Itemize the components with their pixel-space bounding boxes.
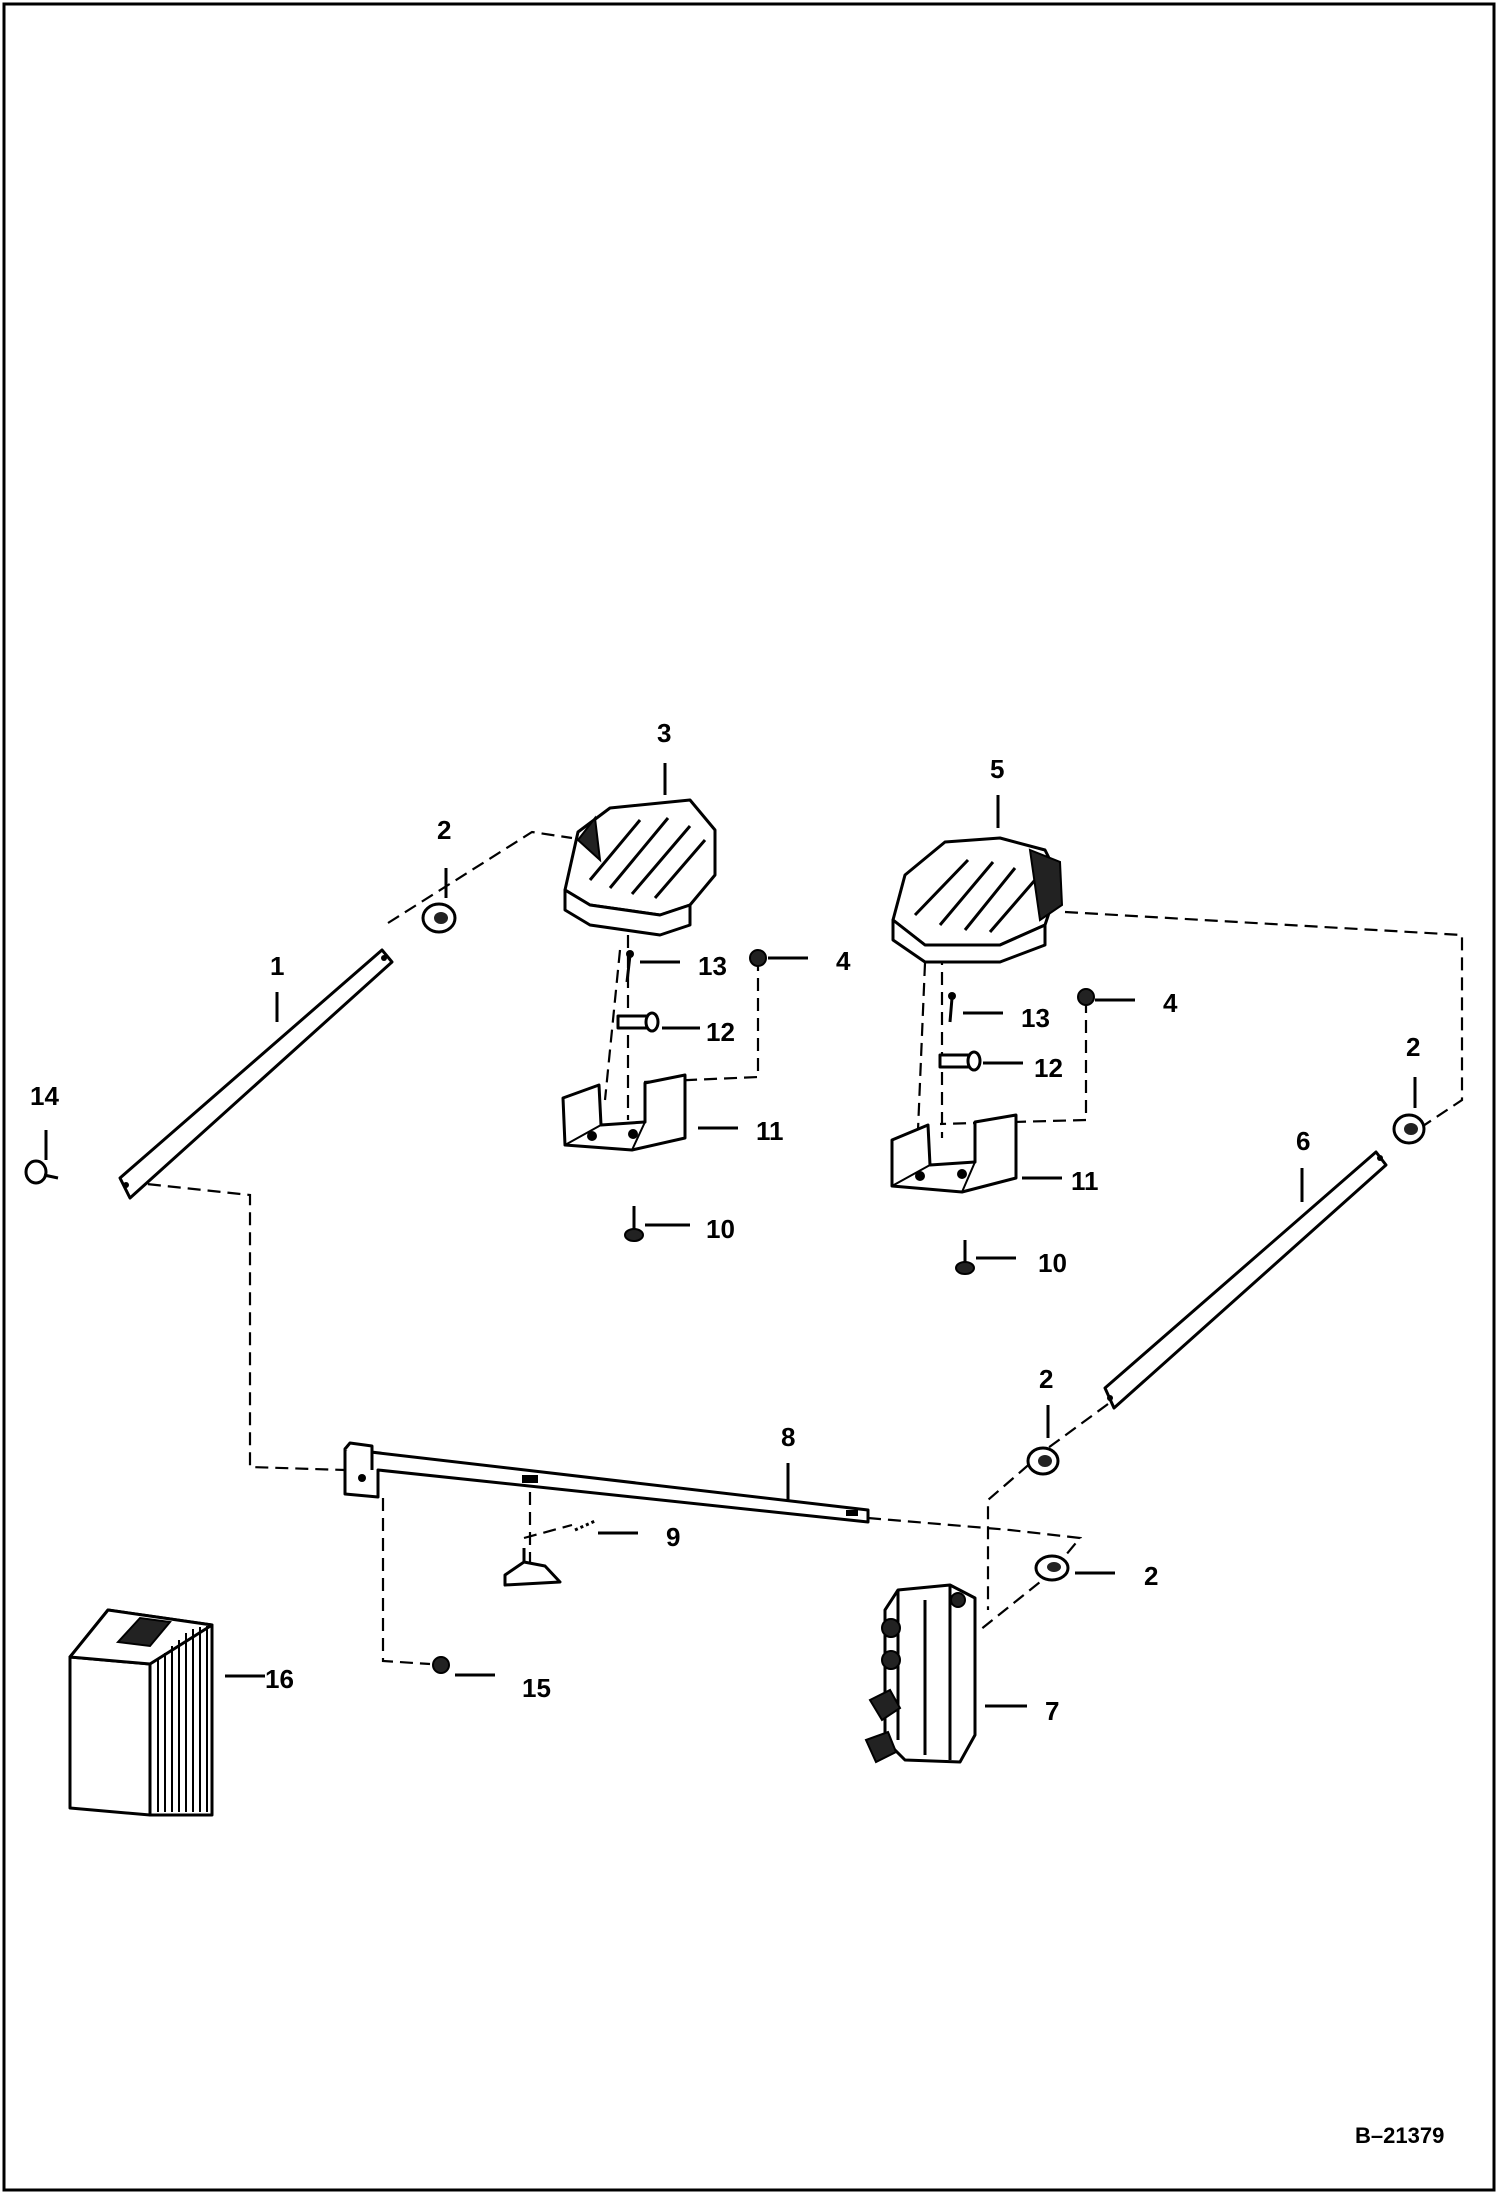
part-12-clevis-pin-left xyxy=(616,1011,660,1033)
callout-4-left: 4 xyxy=(836,946,851,976)
callout-10-right: 10 xyxy=(1038,1248,1067,1278)
part-10-bolt-left xyxy=(624,1206,644,1242)
callout-5: 5 xyxy=(990,754,1004,784)
callout-2-mid: 2 xyxy=(1039,1364,1053,1394)
callout-13-left: 13 xyxy=(698,951,727,981)
leader-lines xyxy=(44,763,1417,1708)
part-2-bushing-mid xyxy=(1026,1446,1060,1476)
callout-11-right: 11 xyxy=(1071,1166,1099,1196)
callout-11-left: 11 xyxy=(756,1116,784,1146)
part-10-bolt-right xyxy=(955,1240,975,1275)
callout-2-lower: 2 xyxy=(1144,1561,1158,1591)
callout-7: 7 xyxy=(1045,1696,1059,1726)
part-14-screw xyxy=(24,1159,59,1185)
part-2-bushing-top-left xyxy=(421,902,457,934)
callout-15: 15 xyxy=(522,1673,551,1703)
part-4-nut-left xyxy=(749,949,767,967)
callout-12-left: 12 xyxy=(706,1017,735,1047)
callout-14: 14 xyxy=(30,1081,59,1111)
figure-id: B–21379 xyxy=(1355,2123,1444,2148)
part-1-left-strap xyxy=(118,948,394,1200)
part-13-pin-right xyxy=(948,992,956,1023)
callout-8: 8 xyxy=(781,1422,795,1452)
part-3-left-foot-pedal xyxy=(563,798,717,937)
callout-3: 3 xyxy=(657,718,671,748)
part-15-nut xyxy=(432,1656,450,1674)
callout-13-right: 13 xyxy=(1021,1003,1050,1033)
part-9-spring-clip xyxy=(503,1519,596,1587)
callout-2-right: 2 xyxy=(1406,1032,1420,1062)
callout-9: 9 xyxy=(666,1522,680,1552)
part-4-nut-right xyxy=(1077,988,1095,1006)
part-12-clevis-pin-right xyxy=(938,1050,982,1072)
part-16-battery xyxy=(68,1608,214,1817)
part-11-right-bracket xyxy=(890,1113,1018,1194)
callout-6: 6 xyxy=(1296,1126,1310,1156)
part-8-cross-bar xyxy=(343,1441,870,1524)
callout-16: 16 xyxy=(265,1664,294,1694)
part-5-right-foot-pedal xyxy=(891,836,1064,964)
callout-12-right: 12 xyxy=(1034,1053,1063,1083)
callout-1: 1 xyxy=(270,951,284,981)
part-7-control-valve xyxy=(864,1583,977,1764)
part-13-pin-left xyxy=(625,950,634,983)
callout-labels: 1 2 2 2 2 3 4 4 5 6 7 8 9 10 10 11 11 12… xyxy=(30,718,1420,1726)
callout-10-left: 10 xyxy=(706,1214,735,1244)
part-2-bushing-lower xyxy=(1034,1554,1070,1582)
part-2-bushing-right xyxy=(1392,1113,1426,1145)
part-11-left-bracket xyxy=(561,1073,687,1152)
callout-4-right: 4 xyxy=(1163,988,1178,1018)
part-6-right-strap xyxy=(1103,1150,1388,1410)
callout-2-top-left: 2 xyxy=(437,815,451,845)
